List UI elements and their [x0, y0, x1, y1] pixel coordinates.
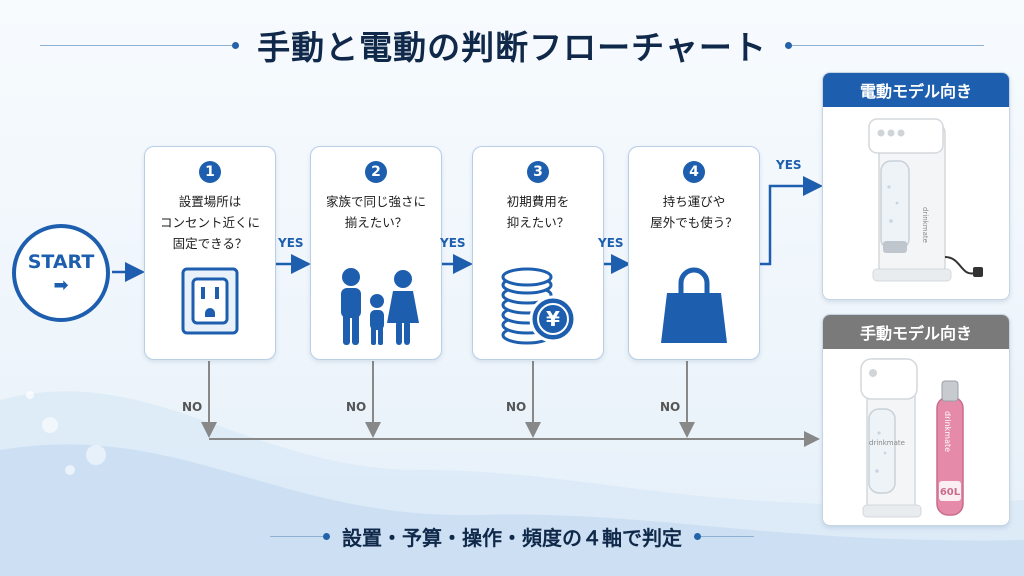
footer-bar: 設置・予算・操作・頻度の４軸で判定: [270, 518, 754, 554]
no-label-1: NO: [182, 400, 203, 414]
yes-label-2: YES: [440, 236, 466, 250]
footer-caption: 設置・予算・操作・頻度の４軸で判定: [342, 525, 682, 550]
cylinder-label: 60L: [940, 487, 961, 498]
start-label: START: [27, 250, 95, 273]
right-arrow-icon: ➡: [53, 274, 69, 296]
question-text: 設置場所は コンセント近くに 固定できる？: [159, 194, 260, 251]
no-label-2: NO: [346, 400, 367, 414]
manual-brand-text: drinkmate: [869, 439, 905, 447]
yes-arrow-4: [750, 176, 823, 266]
no-arrows: [201, 361, 820, 447]
step-number: 2: [365, 161, 387, 183]
cylinder-brand-text: drinkmate: [943, 411, 952, 452]
step-number: 1: [199, 161, 221, 183]
electric-machine-image: drinkmate: [868, 118, 983, 282]
yen-coins-icon: ¥: [497, 267, 579, 351]
bag-icon: [659, 267, 729, 349]
question-text: 初期費用を 抑えたい？: [506, 194, 570, 230]
title-divider-left: [40, 41, 240, 49]
manual-machine-image: drinkmate 60L drinkmate: [860, 358, 964, 518]
result-manual-title: 手動モデル向き: [823, 315, 1009, 349]
start-node: START ➡: [12, 224, 110, 322]
question-card-1: 1 設置場所は コンセント近くに 固定できる？: [144, 146, 276, 360]
question-card-2: 2 家族で同じ強さに 揃えたい？: [310, 146, 442, 360]
no-label-4: NO: [660, 400, 681, 414]
result-manual: 手動モデル向き drinkmate 60L drinkmate: [822, 314, 1010, 526]
step-number: 4: [683, 161, 705, 183]
title-divider-right: [784, 41, 985, 49]
svg-text:¥: ¥: [546, 307, 560, 331]
footer-divider-right: [694, 532, 754, 540]
question-card-3: 3 初期費用を 抑えたい？ ¥: [472, 146, 604, 360]
electric-brand-text: drinkmate: [921, 207, 929, 243]
title-bar: 手動と電動の判断フローチャート: [40, 20, 985, 70]
outlet-icon: [181, 267, 239, 339]
yes-label-1: YES: [278, 236, 304, 250]
yes-label-3: YES: [598, 236, 624, 250]
family-icon: [331, 267, 421, 351]
question-text: 持ち運びや 屋外でも使う？: [650, 194, 738, 230]
yes-label-4: YES: [776, 158, 802, 172]
result-electric: 電動モデル向き drinkmate: [822, 72, 1010, 300]
question-card-4: 4 持ち運びや 屋外でも使う？: [628, 146, 760, 360]
result-electric-title: 電動モデル向き: [823, 73, 1009, 107]
step-number: 3: [527, 161, 549, 183]
question-text: 家族で同じ強さに 揃えたい？: [325, 194, 426, 230]
no-label-3: NO: [506, 400, 527, 414]
yes-arrows: [112, 176, 823, 282]
footer-divider-left: [270, 532, 330, 540]
page-title: 手動と電動の判断フローチャート: [257, 28, 767, 67]
